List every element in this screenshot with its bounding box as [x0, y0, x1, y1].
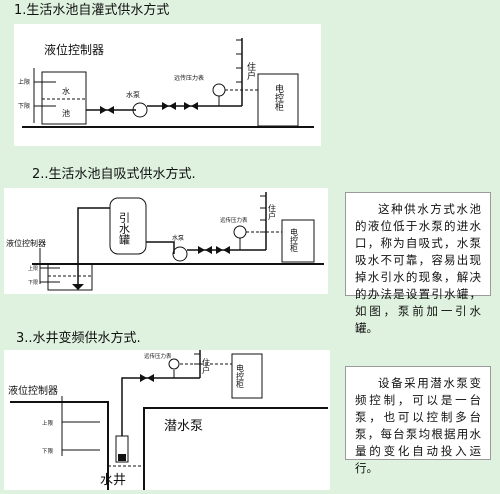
water-pool — [41, 71, 87, 125]
section3-description: 设备采用潜水泵变频控制，可以是一台泵，也可以控制多台泵，每台泵均根据用水量的变化… — [355, 376, 481, 475]
s3-cabinet-label: 电控柜 — [236, 363, 245, 389]
s3-well-label: 水井 — [100, 473, 126, 488]
pressure-gauge — [212, 83, 226, 97]
pump-symbol — [132, 102, 148, 118]
s3-gauge-label: 远传压力表 — [144, 352, 172, 360]
control-cabinet — [231, 353, 263, 399]
section1-title: 1.生活水池自灌式供水方式 — [14, 3, 170, 18]
s1-residents-label: 住户 — [245, 61, 256, 81]
s3-upper-label: 上限 — [42, 419, 54, 427]
section2-diagram: 液位控制器 上限 下限 引水罐 水泵 远传压力表 住户 电控柜 — [6, 192, 324, 291]
s2-controller-label: 液位控制器 — [6, 238, 46, 248]
section2-title: 2..生活水池自吸式供水方式. — [32, 167, 196, 182]
section1-diagram: 液位控制器 上限 下限 水 池 水泵 远传压力表 住户 电控柜 — [18, 38, 314, 128]
s1-cabinet-label: 电控柜 — [273, 83, 284, 112]
control-cabinet — [281, 219, 315, 263]
s3-controller-label: 液位控制器 — [8, 384, 58, 397]
s2-upper-label: 上限 — [28, 265, 38, 272]
s1-lower-label: 下限 — [18, 102, 30, 110]
section2-description-box: 这种供水方式水池的液位低于水泵的进水口，称为自吸式，水泵吸水不可靠，容易出现掉水… — [345, 192, 491, 335]
pressure-gauge — [233, 225, 247, 239]
s1-water-label: 水 — [62, 86, 70, 96]
s3-lower-label: 下限 — [42, 447, 54, 455]
s2-gauge-label: 远传压力表 — [220, 216, 248, 224]
s1-pump-label: 水泵 — [126, 90, 140, 99]
control-cabinet — [257, 73, 299, 127]
section3-description-box: 设备采用潜水泵变频控制，可以是一台泵，也可以控制多台泵，每台泵均根据用水量的变化… — [345, 366, 491, 475]
section2-diagram-panel: 液位控制器 上限 下限 引水罐 水泵 远传压力表 住户 电控柜 — [4, 188, 328, 294]
s1-upper-label: 上限 — [18, 78, 30, 86]
s1-controller-label: 液位控制器 — [44, 42, 104, 57]
priming-tank — [109, 197, 147, 255]
s2-cabinet-label: 电控柜 — [290, 227, 299, 253]
s3-submersible-pump-label: 潜水泵 — [164, 419, 203, 434]
section1-diagram-panel: 液位控制器 上限 下限 水 池 水泵 远传压力表 住户 电控柜 — [14, 24, 321, 146]
submersible-pump — [115, 435, 129, 463]
s3-residents-label: 住户 — [202, 357, 211, 375]
s2-lower-label: 下限 — [28, 279, 38, 286]
s2-residents-label: 住户 — [268, 203, 277, 221]
section2-description: 这种供水方式水池的液位低于水泵的进水口，称为自吸式，水泵吸水不可靠，容易出现掉水… — [355, 202, 481, 335]
pressure-gauge — [168, 358, 180, 370]
s1-pool-label: 池 — [62, 108, 70, 118]
section3-title: 3..水井变频供水方式. — [16, 331, 141, 346]
section3-diagram: 液位控制器 上限 下限 远传压力表 住户 电控柜 潜水泵 水井 — [8, 350, 328, 490]
pump-symbol — [172, 246, 188, 262]
section3-diagram-panel: 液位控制器 上限 下限 远传压力表 住户 电控柜 潜水泵 水井 — [4, 350, 330, 490]
s2-tank-label: 引水罐 — [118, 211, 131, 246]
s1-gauge-label: 远传压力表 — [174, 74, 204, 82]
s2-pump-label: 水泵 — [172, 234, 184, 242]
